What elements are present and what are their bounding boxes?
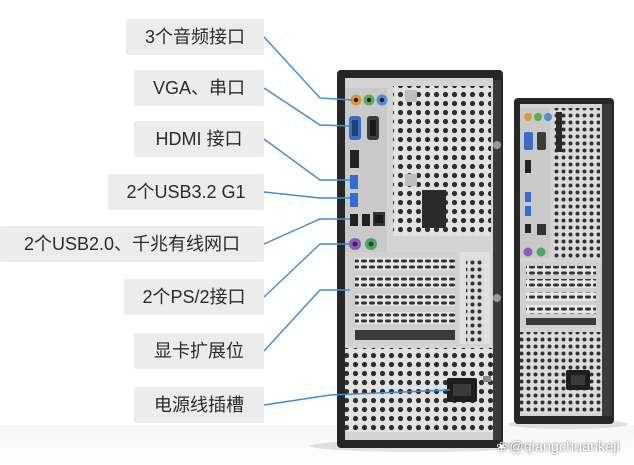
- label-audio: 3个音频接口: [126, 19, 264, 55]
- label-ps2: 2个PS/2接口: [124, 279, 264, 315]
- watermark-text: @qiangchuankeji: [509, 438, 620, 454]
- label-usb20-lan: 2个USB2.0、千兆有线网口: [0, 226, 264, 262]
- watermark: ❀@qiangchuankeji: [496, 438, 620, 455]
- label-gpu-slots: 显卡扩展位: [134, 333, 264, 369]
- weibo-logo-icon: ❀: [496, 439, 507, 454]
- label-power-socket: 电源线插槽: [134, 387, 264, 423]
- label-usb32: 2个USB3.2 G1: [108, 174, 264, 210]
- label-hdmi: HDMI 接口: [134, 121, 264, 157]
- label-vga-serial: VGA、串口: [134, 70, 264, 106]
